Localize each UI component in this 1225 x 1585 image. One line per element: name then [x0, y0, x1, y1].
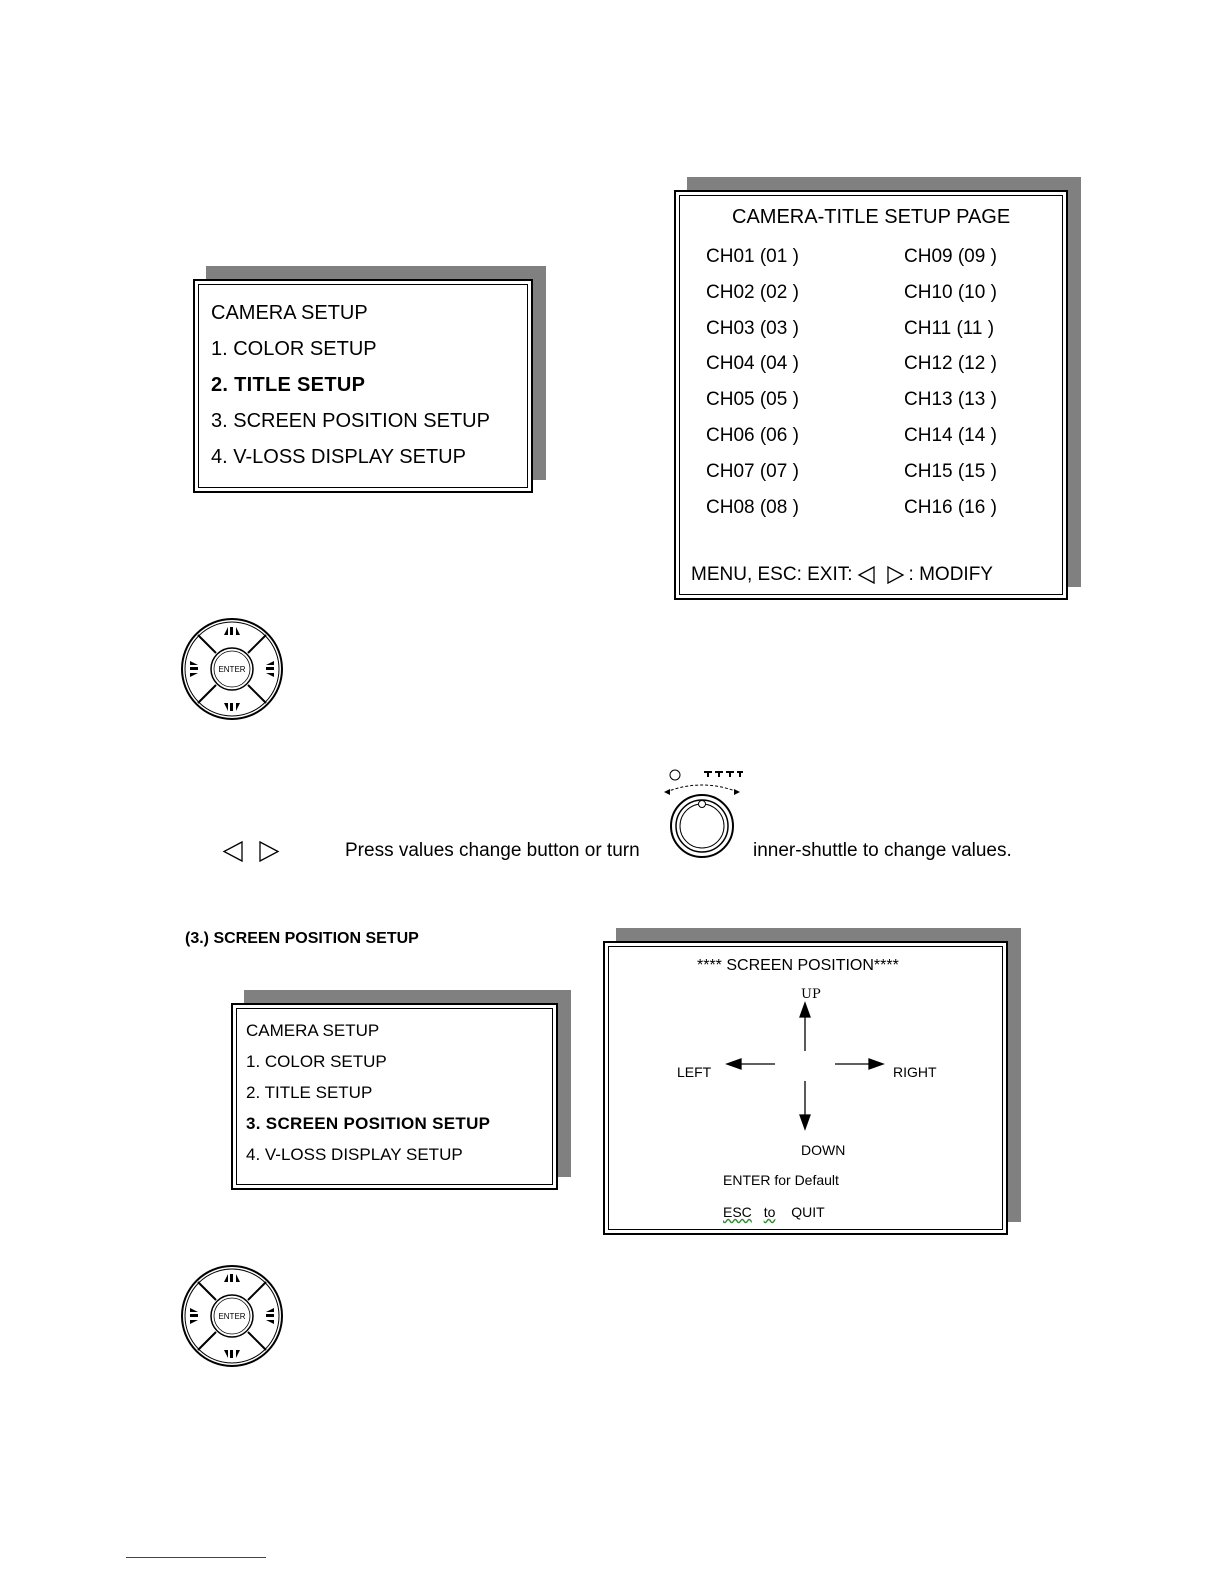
page-footer: MENU, ESC: EXIT: : MODIFY	[691, 564, 993, 586]
to-word: to	[763, 1204, 776, 1220]
channel-column-left: CH01 (01 ) CH02 (02 ) CH03 (03 ) CH04 (0…	[706, 239, 799, 525]
jog-shuttle-dial-icon[interactable]	[660, 766, 744, 862]
menu-inner-border	[236, 1008, 553, 1185]
esc-quit-text: ESC to QUIT	[723, 1204, 825, 1220]
channel-title-ch08[interactable]: CH08 (08 )	[706, 496, 799, 518]
menu-lines: CAMERA SETUP 1. COLOR SETUP 2. TITLE SET…	[246, 1015, 490, 1170]
channel-title-ch11[interactable]: CH11 (11 )	[904, 317, 995, 339]
channel-title-ch06[interactable]: CH06 (06 )	[706, 424, 799, 446]
menu-item-screen-position-setup-selected[interactable]: 3. SCREEN POSITION SETUP	[246, 1114, 491, 1133]
menu-heading: CAMERA SETUP	[246, 1021, 380, 1040]
arrow-left-head	[725, 1058, 742, 1070]
screen-position-panel: **** SCREEN POSITION**** UP LEFT RIGHT D…	[603, 941, 1008, 1235]
panel-inner-border	[608, 946, 1003, 1230]
page-inner-border	[679, 195, 1063, 595]
channel-column-right: CH09 (09 ) CH10 (10 ) CH11 (11 ) CH12 (1…	[904, 239, 997, 525]
keypad-enter-label: ENTER	[218, 665, 245, 674]
menu-item-screen-position-setup[interactable]: 3. SCREEN POSITION SETUP	[211, 410, 490, 432]
channel-title-ch16[interactable]: CH16 (16 )	[904, 496, 997, 518]
triangle-right-icon	[886, 565, 904, 585]
camera-setup-menu: CAMERA SETUP 1. COLOR SETUP 2. TITLE SET…	[193, 279, 533, 493]
menu-inner-border	[198, 284, 528, 488]
channel-title-ch02[interactable]: CH02 (02 )	[706, 281, 799, 303]
channel-title-ch04[interactable]: CH04 (04 )	[706, 353, 799, 375]
screen-position-title: **** SCREEN POSITION****	[697, 957, 899, 974]
right-label: RIGHT	[893, 1064, 937, 1080]
channel-title-ch03[interactable]: CH03 (03 )	[706, 317, 799, 339]
section-heading: (3.) SCREEN POSITION SETUP	[185, 930, 419, 947]
footer-exit-text: MENU, ESC: EXIT:	[691, 564, 853, 585]
esc-key-label: ESC	[723, 1204, 752, 1220]
channel-title-ch10[interactable]: CH10 (10 )	[904, 281, 997, 303]
quit-word: QUIT	[791, 1204, 825, 1220]
menu-item-vloss-display-setup[interactable]: 4. V-LOSS DISPLAY SETUP	[246, 1145, 463, 1164]
menu-item-title-setup-selected[interactable]: 2. TITLE SETUP	[211, 374, 366, 396]
channel-title-ch01[interactable]: CH01 (01 )	[706, 246, 799, 267]
instruction-text: Press values change button or turn	[345, 840, 640, 861]
channel-title-ch14[interactable]: CH14 (14 )	[904, 424, 997, 446]
channel-title-ch05[interactable]: CH05 (05 )	[706, 389, 799, 411]
enter-default-text: ENTER for Default	[723, 1172, 839, 1188]
channel-title-ch12[interactable]: CH12 (12 )	[904, 353, 997, 375]
menu-item-color-setup[interactable]: 1. COLOR SETUP	[246, 1052, 387, 1071]
footer-modify-text: : MODIFY	[908, 564, 993, 585]
page-title: CAMERA-TITLE SETUP PAGE	[732, 206, 1011, 228]
instruction-text-continued: inner-shuttle to change values.	[753, 840, 1012, 861]
up-label: UP	[801, 987, 821, 1002]
arrow-down-head	[799, 1114, 811, 1131]
footnote-separator	[126, 1557, 266, 1558]
menu-item-color-setup[interactable]: 1. COLOR SETUP	[211, 338, 377, 360]
direction-arrows-diagram	[725, 1001, 885, 1131]
channel-title-ch07[interactable]: CH07 (07 )	[706, 460, 799, 482]
arrow-up-head	[799, 1001, 811, 1018]
channel-title-ch09[interactable]: CH09 (09 )	[904, 246, 997, 267]
arrow-right-head	[868, 1058, 885, 1070]
channel-title-ch13[interactable]: CH13 (13 )	[904, 389, 997, 411]
triangle-left-icon	[857, 565, 875, 585]
navigation-keypad-icon-2[interactable]: ENTER	[180, 1264, 284, 1368]
camera-setup-menu-2: CAMERA SETUP 1. COLOR SETUP 2. TITLE SET…	[231, 1003, 558, 1190]
menu-item-title-setup[interactable]: 2. TITLE SETUP	[246, 1083, 373, 1102]
left-label: LEFT	[677, 1064, 712, 1080]
down-label: DOWN	[801, 1142, 846, 1158]
menu-item-vloss-display-setup[interactable]: 4. V-LOSS DISPLAY SETUP	[211, 446, 466, 468]
navigation-keypad-icon[interactable]: ENTER	[180, 617, 284, 721]
camera-title-setup-page: CAMERA-TITLE SETUP PAGE CH01 (01 ) CH02 …	[674, 190, 1068, 600]
keypad-enter-label: ENTER	[218, 1312, 245, 1321]
channel-title-ch15[interactable]: CH15 (15 )	[904, 460, 997, 482]
menu-lines: CAMERA SETUP 1. COLOR SETUP 2. TITLE SET…	[211, 295, 490, 475]
value-change-arrows-icon	[222, 840, 280, 863]
menu-heading: CAMERA SETUP	[211, 302, 368, 324]
